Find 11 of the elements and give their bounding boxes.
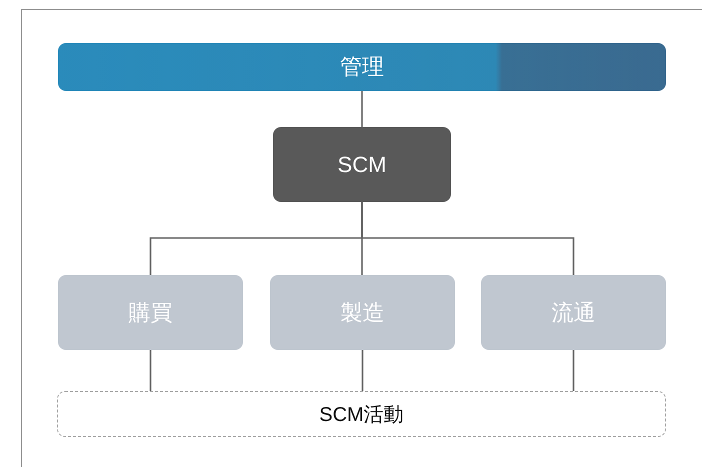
process-box: SCM [273, 127, 451, 202]
process-box: 流通 [481, 275, 666, 350]
connector-line [362, 350, 364, 391]
process-box: 製造 [270, 275, 455, 350]
connector-line [150, 350, 152, 391]
connector-line [572, 350, 574, 391]
connector-line [361, 202, 574, 275]
dashed-box: SCM活動 [57, 391, 666, 437]
process-box: 購買 [58, 275, 243, 350]
header-band: 管理 [58, 43, 666, 91]
connector-line [361, 91, 363, 127]
